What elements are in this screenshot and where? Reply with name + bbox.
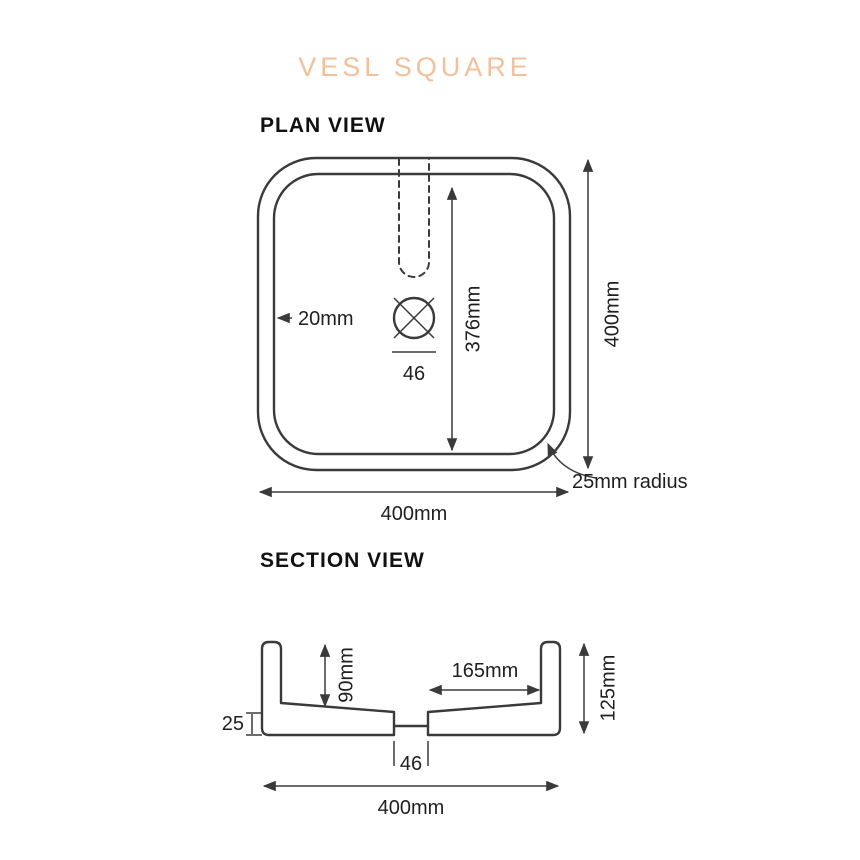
overflow-slot-dashed-outline: [398, 158, 430, 278]
base-thickness-label: 25: [222, 713, 244, 735]
section-right-profile: [426, 640, 562, 737]
bowl-depth-label: 90mm: [335, 647, 357, 703]
section-left-profile: [260, 640, 396, 737]
section-overall-height-label: 125mm: [597, 655, 619, 722]
section-view: SECTION VIEW 90mm 165mm 125mm 25 46 400m…: [222, 549, 620, 819]
drawing-title: VESL SQUARE: [298, 52, 532, 82]
corner-radius-label: 25mm radius: [572, 471, 688, 493]
plan-outer-outline: [256, 156, 572, 472]
plan-inner-outline: [272, 172, 556, 456]
drain-circle: [392, 296, 436, 340]
plan-view: PLAN VIEW 20mm 376mm 46 400mm 400mm 25mm…: [256, 114, 688, 525]
plan-overall-width-label: 400mm: [381, 503, 448, 525]
section-drain-width-label: 46: [400, 753, 422, 775]
base-inset-label: 165mm: [452, 660, 519, 682]
wall-thickness-label: 20mm: [298, 308, 354, 330]
section-overall-width-label: 400mm: [378, 797, 445, 819]
corner-radius-leader: [547, 442, 597, 479]
section-view-heading: SECTION VIEW: [260, 549, 425, 572]
drain-width-label: 46: [403, 363, 425, 385]
inner-width-label: 376mm: [462, 286, 484, 353]
plan-overall-height-label: 400mm: [601, 281, 623, 348]
plan-view-heading: PLAN VIEW: [260, 114, 386, 137]
drain-cross-line-2: [393, 297, 435, 339]
